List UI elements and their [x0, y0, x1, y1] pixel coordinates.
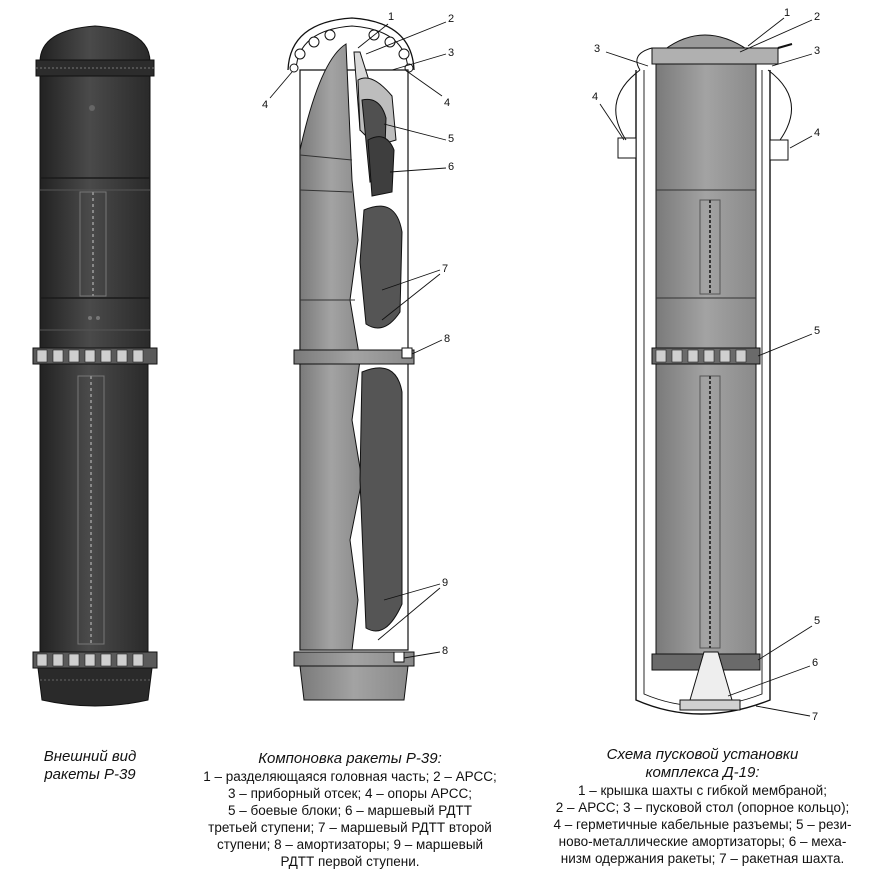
layout-stage1-motor — [359, 367, 403, 632]
callout-3-4b: 4 — [814, 127, 820, 139]
callout-3-6: 6 — [812, 657, 818, 669]
arss-arc-frame — [287, 17, 415, 71]
callout-2-6: 6 — [448, 161, 454, 173]
caption-layout-line-3: 5 – боевые блоки; 6 – маршевый РДТТ — [227, 803, 473, 818]
callout-2-7: 7 — [442, 263, 448, 275]
callout-3-5b: 5 — [814, 615, 820, 627]
caption-silo-title-1: Схема пусковой установки — [606, 746, 799, 763]
layout-leader-lines — [269, 21, 447, 659]
silo-lid — [651, 47, 779, 65]
caption-silo-line-5: низм одержания ракеты; 7 – ракетная шахт… — [560, 851, 845, 866]
callout-2-4a: 4 — [262, 99, 268, 111]
callout-2-2: 2 — [448, 13, 454, 25]
layout-middle-collar — [293, 349, 415, 365]
caption-silo-title-2: комплекса Д-19: — [645, 764, 760, 781]
exterior-upper-body — [39, 75, 151, 349]
caption-silo-line-1: 1 – крышка шахты с гибкой мембраной; — [578, 783, 827, 798]
caption-layout-line-2: 3 – приборный отсек; 4 – опоры АРСС; — [228, 786, 472, 801]
silo-callouts: 1 2 3 3 4 4 5 5 6 7 — [592, 7, 820, 723]
silo-launcher-scheme: 1 2 3 3 4 4 5 5 6 7 — [592, 7, 820, 723]
silo-cable-connector-right — [769, 139, 789, 161]
silo-shaft — [635, 70, 771, 715]
caption-exterior-line-1: Внешний вид — [43, 748, 137, 765]
layout-stage3-motor — [367, 136, 395, 197]
caption-silo-line-2: 2 – АРСС; 3 – пусковой стол (опорное кол… — [555, 800, 850, 815]
layout-stage2-motor — [359, 205, 403, 329]
callout-2-8b: 8 — [442, 645, 448, 657]
silo-missile-body — [655, 63, 757, 349]
callout-2-5: 5 — [448, 133, 454, 145]
missile-exterior-view — [32, 25, 158, 707]
callout-3-1: 1 — [784, 7, 790, 19]
silo-missile-lower-body — [655, 363, 757, 655]
exterior-nozzle-skirt — [37, 667, 153, 707]
caption-silo-line-4: ново-металлические амортизаторы; 6 – мех… — [558, 834, 847, 849]
caption-layout-line-5: ступени; 8 – амортизаторы; 9 – маршевый — [216, 837, 484, 852]
callout-2-3: 3 — [448, 47, 454, 59]
callout-2-9: 9 — [442, 577, 448, 589]
caption-layout-line-6: РДТТ первой ступени. — [280, 854, 420, 869]
caption-layout-title: Компоновка ракеты Р-39: — [258, 750, 442, 767]
callout-3-5a: 5 — [814, 325, 820, 337]
caption-layout-line-4: третьей ступени; 7 – маршевый РДТТ второ… — [208, 820, 492, 835]
caption-layout-line-1: 1 – разделяющаяся головная часть; 2 – АР… — [203, 769, 497, 784]
exterior-lower-body — [39, 363, 149, 653]
callout-2-8a: 8 — [444, 333, 450, 345]
callout-3-4a: 4 — [592, 91, 598, 103]
layout-shell-left — [299, 43, 363, 651]
missile-layout-cutaway: 1 2 3 4 4 5 6 7 8 9 8 — [262, 11, 454, 701]
callout-3-7: 7 — [812, 711, 818, 723]
layout-callouts: 1 2 3 4 4 5 6 7 8 9 8 — [262, 11, 454, 657]
caption-silo-line-3: 4 – герметичные кабельные разъемы; 5 – р… — [553, 817, 852, 832]
caption-exterior-view: Внешний вид ракеты Р-39 — [20, 748, 160, 784]
caption-exterior-line-2: ракеты Р-39 — [44, 766, 136, 783]
silo-cable-connector-left — [617, 137, 637, 159]
caption-layout: Компоновка ракеты Р-39: 1 – разделяющаяс… — [170, 750, 530, 870]
callout-3-3b: 3 — [814, 45, 820, 57]
callout-3-3a: 3 — [594, 43, 600, 55]
caption-silo-scheme: Схема пусковой установки комплекса Д-19:… — [520, 746, 885, 867]
callout-2-4b: 4 — [444, 97, 450, 109]
callout-3-2: 2 — [814, 11, 820, 23]
exterior-nose-dome — [39, 25, 151, 63]
callout-2-1: 1 — [388, 11, 394, 23]
silo-leader-lines — [599, 17, 813, 717]
layout-aft-skirt — [299, 665, 409, 701]
